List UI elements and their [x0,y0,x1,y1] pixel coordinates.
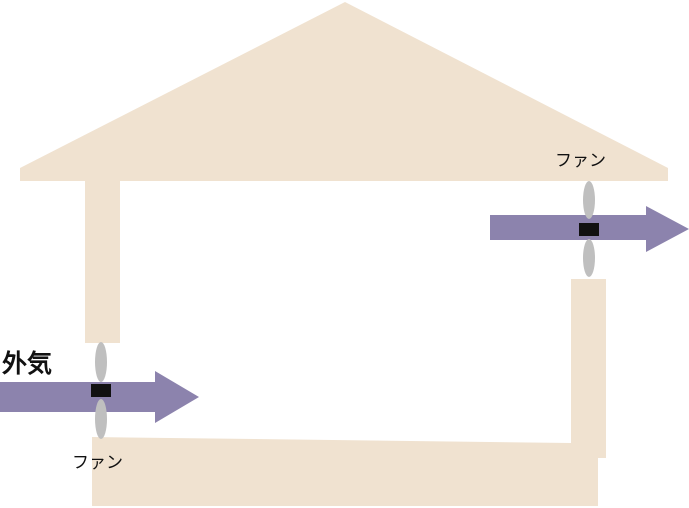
intake-fan-group [0,342,199,439]
house-structure [20,2,668,506]
fan-label-top: ファン [555,151,606,171]
fan-blade-upper [583,181,595,219]
left-wall [85,181,120,343]
fan-blade-upper [95,342,107,382]
fan-label-bottom: ファン [72,453,123,473]
exhaust-fan-group [490,181,689,277]
floor [92,437,606,506]
outside-air-label: 外気 [2,349,52,378]
fan-icon [91,342,111,439]
right-wall [571,279,606,458]
fan-hub [579,223,599,236]
fan-blade-lower [95,399,107,439]
fan-blade-lower [583,239,595,277]
roof [20,2,668,181]
fan-icon [579,181,599,277]
fan-hub [91,384,111,397]
